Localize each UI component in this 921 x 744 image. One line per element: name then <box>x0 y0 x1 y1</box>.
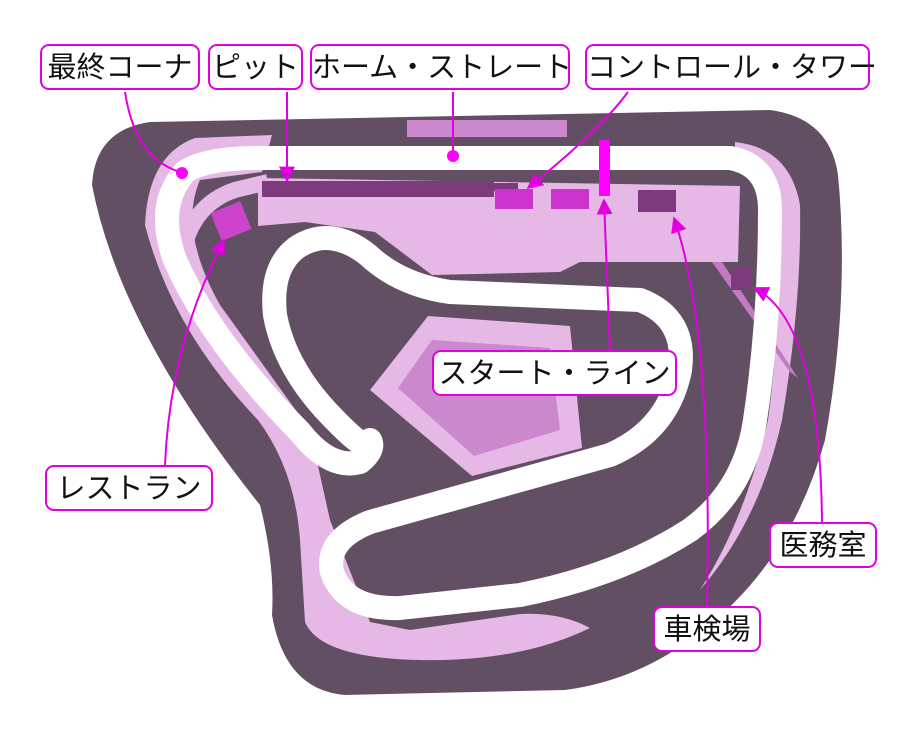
control-tower-building-1 <box>495 189 533 209</box>
final-corner-dot <box>176 167 188 179</box>
start-line-marker <box>599 140 610 196</box>
paddock-area <box>145 135 590 661</box>
restaurant-callout: レストラン <box>45 465 213 511</box>
leader-medical-room <box>752 287 823 523</box>
pit-building-end <box>494 183 518 191</box>
right-runoff <box>700 142 801 590</box>
final-corner-callout: 最終コーナ <box>40 44 200 90</box>
leader-restaurant <box>164 238 225 466</box>
grandstand <box>407 120 567 137</box>
leader-start-line <box>596 198 613 351</box>
medical-room-callout: 医務室 <box>769 522 877 568</box>
leader-control-tower <box>526 91 629 190</box>
start-line-callout: スタート・ライン <box>432 350 677 396</box>
medical-room-building <box>731 268 751 290</box>
inspection-building <box>638 190 676 212</box>
control-tower-callout: コントロール・タワー <box>585 44 877 90</box>
restaurant-building <box>210 201 252 241</box>
home-straight-dot <box>447 150 459 162</box>
leader-final-corner <box>124 91 181 173</box>
control-tower-building-2 <box>551 189 589 209</box>
pit-paddock <box>258 178 740 275</box>
leader-inspection <box>671 216 709 607</box>
home-straight-callout: ホーム・ストレート <box>310 44 572 90</box>
pit-building <box>262 181 494 197</box>
inspection-callout: 車検場 <box>653 606 761 652</box>
race-track <box>155 146 782 621</box>
pit-callout: ピット <box>208 44 303 90</box>
pit-lane-entry <box>174 174 270 260</box>
